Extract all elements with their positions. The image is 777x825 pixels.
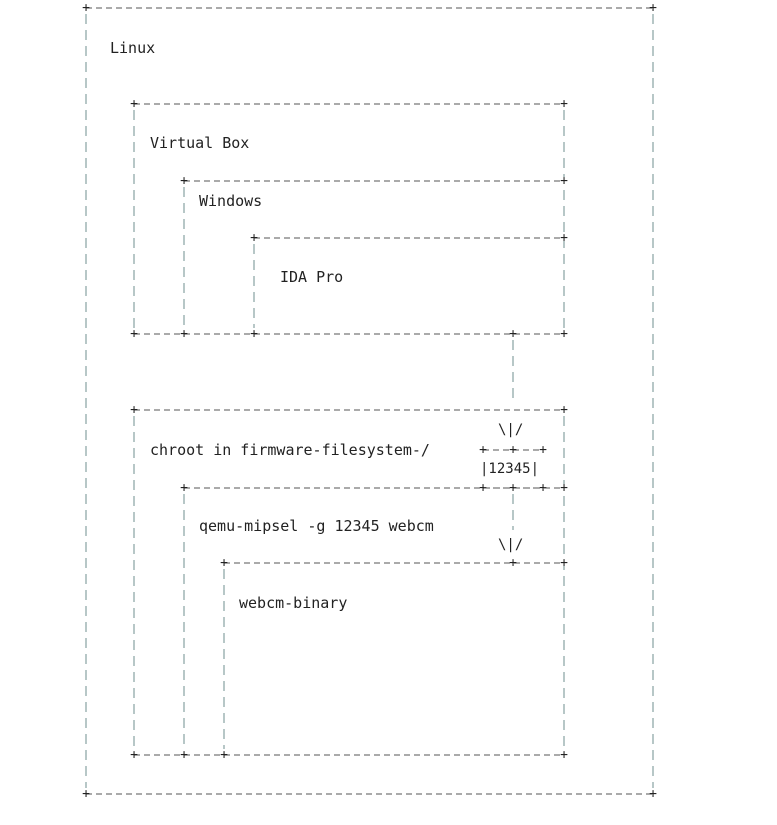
- svg-text:+: +: [649, 1, 657, 16]
- svg-text:+: +: [509, 443, 517, 458]
- webcm-binary-box: + + + + webcm-binary: [220, 556, 568, 763]
- svg-text:+: +: [220, 556, 228, 571]
- svg-text:+: +: [560, 481, 568, 496]
- qemu-label: qemu-mipsel -g 12345 webcm: [199, 517, 434, 535]
- svg-text:+: +: [560, 327, 568, 342]
- svg-text:+: +: [539, 443, 547, 458]
- svg-text:+: +: [180, 748, 188, 763]
- svg-text:+: +: [130, 327, 138, 342]
- svg-text:+: +: [479, 443, 487, 458]
- qemu-box: + + + qemu-mipsel -g 12345 webcm \|/: [180, 481, 568, 763]
- chroot-label: chroot in firmware-filesystem-/: [150, 441, 430, 459]
- debug-connector: +: [509, 327, 517, 404]
- svg-text:+: +: [250, 231, 258, 246]
- linux-box: + + + + Linux: [82, 1, 657, 802]
- svg-text:+: +: [180, 327, 188, 342]
- svg-text:+: +: [130, 748, 138, 763]
- svg-text:+: +: [82, 787, 90, 802]
- svg-text:+: +: [130, 97, 138, 112]
- webcm-binary-label: webcm-binary: [239, 594, 347, 612]
- port-arrow-top: \|/: [498, 422, 523, 438]
- chroot-box: + + + + chroot in firmware-filesystem-/: [130, 403, 568, 763]
- svg-text:+: +: [539, 481, 547, 496]
- svg-text:+: +: [180, 174, 188, 189]
- svg-text:+: +: [560, 97, 568, 112]
- ida-pro-label: IDA Pro: [280, 268, 343, 286]
- svg-text:+: +: [180, 481, 188, 496]
- port-box: \|/ + + + |12345| + + +: [479, 422, 547, 496]
- svg-text:+: +: [560, 748, 568, 763]
- svg-text:+: +: [560, 403, 568, 418]
- svg-text:+: +: [250, 327, 258, 342]
- svg-text:+: +: [560, 231, 568, 246]
- linux-label: Linux: [110, 39, 155, 57]
- svg-text:+: +: [479, 481, 487, 496]
- svg-text:+: +: [220, 748, 228, 763]
- qemu-arrow: \|/: [498, 537, 523, 553]
- svg-text:+: +: [649, 787, 657, 802]
- svg-text:+: +: [82, 1, 90, 16]
- windows-box: + + + Windows: [180, 174, 568, 342]
- svg-text:+: +: [130, 403, 138, 418]
- svg-text:+: +: [560, 556, 568, 571]
- windows-label: Windows: [199, 192, 262, 210]
- port-number: |12345|: [480, 461, 539, 477]
- virtualbox-label: Virtual Box: [150, 134, 249, 152]
- svg-text:+: +: [509, 327, 517, 342]
- svg-text:+: +: [509, 481, 517, 496]
- ida-pro-box: + + + IDA Pro: [250, 231, 568, 342]
- virtualbox-box: + + + + Virtual Box: [130, 97, 568, 342]
- svg-text:+: +: [560, 174, 568, 189]
- svg-text:+: +: [509, 556, 517, 571]
